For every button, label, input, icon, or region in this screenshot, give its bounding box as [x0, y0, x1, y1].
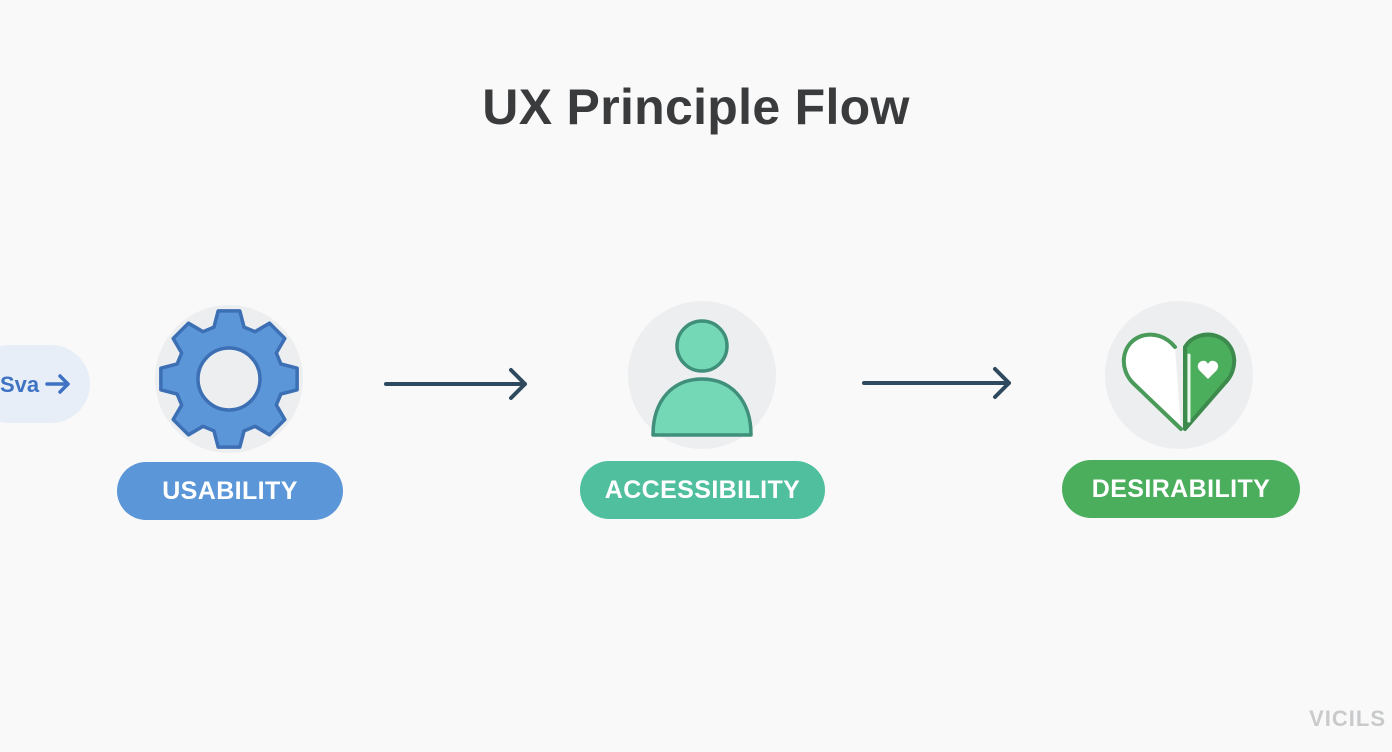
offscreen-chip-label: Sva: [0, 372, 40, 397]
page-title: UX Principle Flow: [482, 79, 910, 135]
offscreen-chip: Sva: [0, 345, 90, 423]
usability-label-pill: USABILITY: [117, 462, 343, 520]
flow-arrow-2: [862, 367, 1011, 399]
desirability-label-pill: DESIRABILITY: [1062, 460, 1300, 518]
accessibility-label-pill: ACCESSIBILITY: [580, 461, 825, 519]
person-icon: [651, 319, 753, 437]
watermark-logo: VICILS: [1309, 706, 1386, 731]
gear-icon: [159, 309, 299, 449]
flow-arrow-1: [384, 368, 527, 400]
heart-icon: [1122, 332, 1236, 431]
arrow-right-icon: [45, 374, 70, 394]
